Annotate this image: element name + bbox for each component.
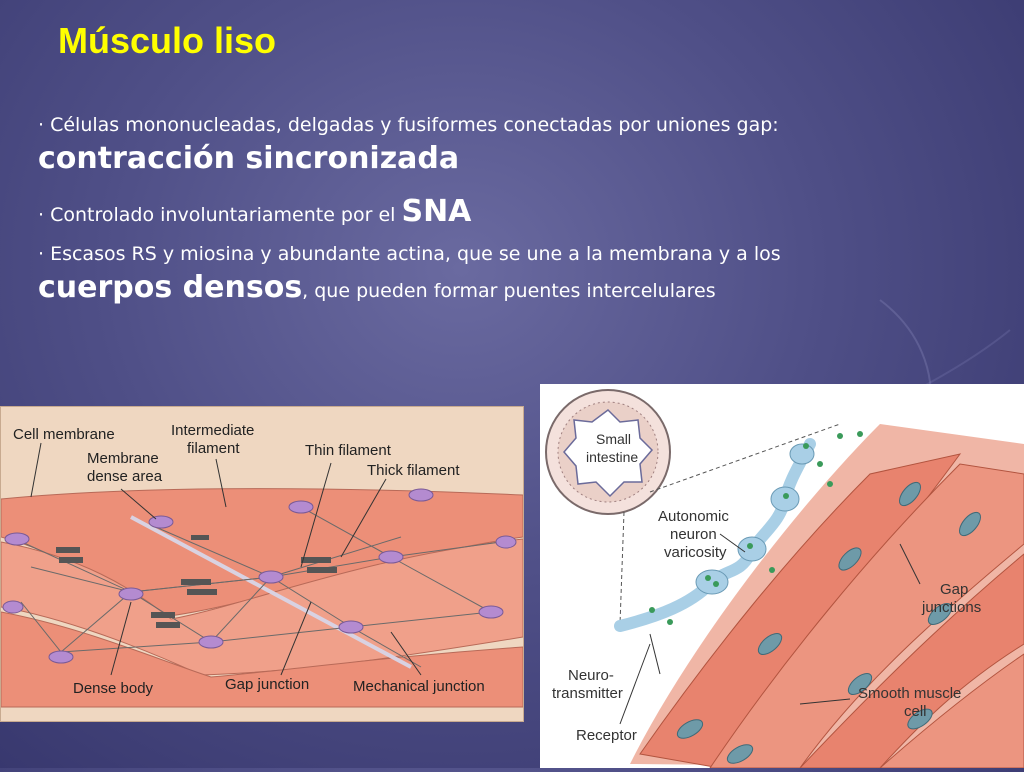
label-receptor: Receptor xyxy=(576,727,637,744)
label-membrane-dense-2: dense area xyxy=(87,468,163,485)
label-small-intestine-1: Small xyxy=(596,431,631,447)
label-small-intestine-2: intestine xyxy=(586,449,638,465)
label-gap-junctions-2: junctions xyxy=(921,599,981,616)
zoom-lines xyxy=(619,423,841,625)
label-dense-body: Dense body xyxy=(73,680,154,697)
label-autonomic-3: varicosity xyxy=(664,544,727,561)
bullet-3-line2: cuerpos densos, que pueden formar puente… xyxy=(38,267,998,312)
muscle-cell-bottom xyxy=(0,611,524,708)
bullet-1: · Células mononucleadas, delgadas y fusi… xyxy=(38,112,998,180)
label-membrane-dense-1: Membrane xyxy=(87,450,159,467)
label-autonomic-2: neuron xyxy=(670,526,717,543)
label-smooth-muscle-2: cell xyxy=(904,703,927,720)
label-cell-membrane: Cell membrane xyxy=(13,426,115,443)
neurotransmitter-vesicles xyxy=(649,431,863,625)
structure-illustration: Cell membrane Intermediate filament Memb… xyxy=(0,422,524,708)
varicosities xyxy=(695,443,815,595)
smooth-muscle-structure-diagram: Cell membrane Intermediate filament Memb… xyxy=(0,406,524,722)
label-smooth-muscle-1: Smooth muscle xyxy=(858,685,961,702)
innervation-illustration: Small intestine xyxy=(545,389,1024,769)
leader-lines xyxy=(30,442,422,676)
bullet-list: · Células mononucleadas, delgadas y fusi… xyxy=(38,112,998,312)
label-intermediate-2: filament xyxy=(187,440,240,457)
bullet-1-text: · Células mononucleadas, delgadas y fusi… xyxy=(38,114,779,136)
bullet-2-emphasis: SNA xyxy=(401,194,472,229)
slide-title: Músculo liso xyxy=(58,20,277,61)
label-gap-junction: Gap junction xyxy=(225,676,309,693)
label-intermediate-1: Intermediate xyxy=(171,422,254,439)
label-mechanical-junction: Mechanical junction xyxy=(353,678,485,695)
bullet-3: · Escasos RS y miosina y abundante actin… xyxy=(38,241,998,312)
thick-filaments xyxy=(56,535,337,628)
label-autonomic-1: Autonomic xyxy=(658,508,729,525)
innervation-diagram: Small intestine xyxy=(540,384,1024,769)
bullet-2: · Controlado involuntariamente por el SN… xyxy=(38,190,998,237)
cell-nuclei xyxy=(676,481,981,764)
label-thick-filament: Thick filament xyxy=(367,462,460,479)
bullet-3-tail: , que pueden formar puentes intercelular… xyxy=(302,280,716,302)
bullet-2-text: · Controlado involuntariamente por el xyxy=(38,204,402,226)
label-neurotransmitter-1: Neuro- xyxy=(568,667,614,684)
bullet-3-text: · Escasos RS y miosina y abundante actin… xyxy=(38,243,781,265)
mechanical-junction-line xyxy=(130,515,412,669)
dense-bodies xyxy=(2,488,517,664)
label-thin-filament: Thin filament xyxy=(305,442,392,459)
label-gap-junctions-1: Gap xyxy=(940,581,968,598)
bullet-3-emphasis: cuerpos densos xyxy=(38,270,303,305)
label-neurotransmitter-2: transmitter xyxy=(552,685,623,702)
bullet-1-emphasis: contracción sincronizada xyxy=(38,141,460,176)
smooth-muscle-cells xyxy=(630,424,1024,769)
right-leader-lines xyxy=(619,533,921,725)
